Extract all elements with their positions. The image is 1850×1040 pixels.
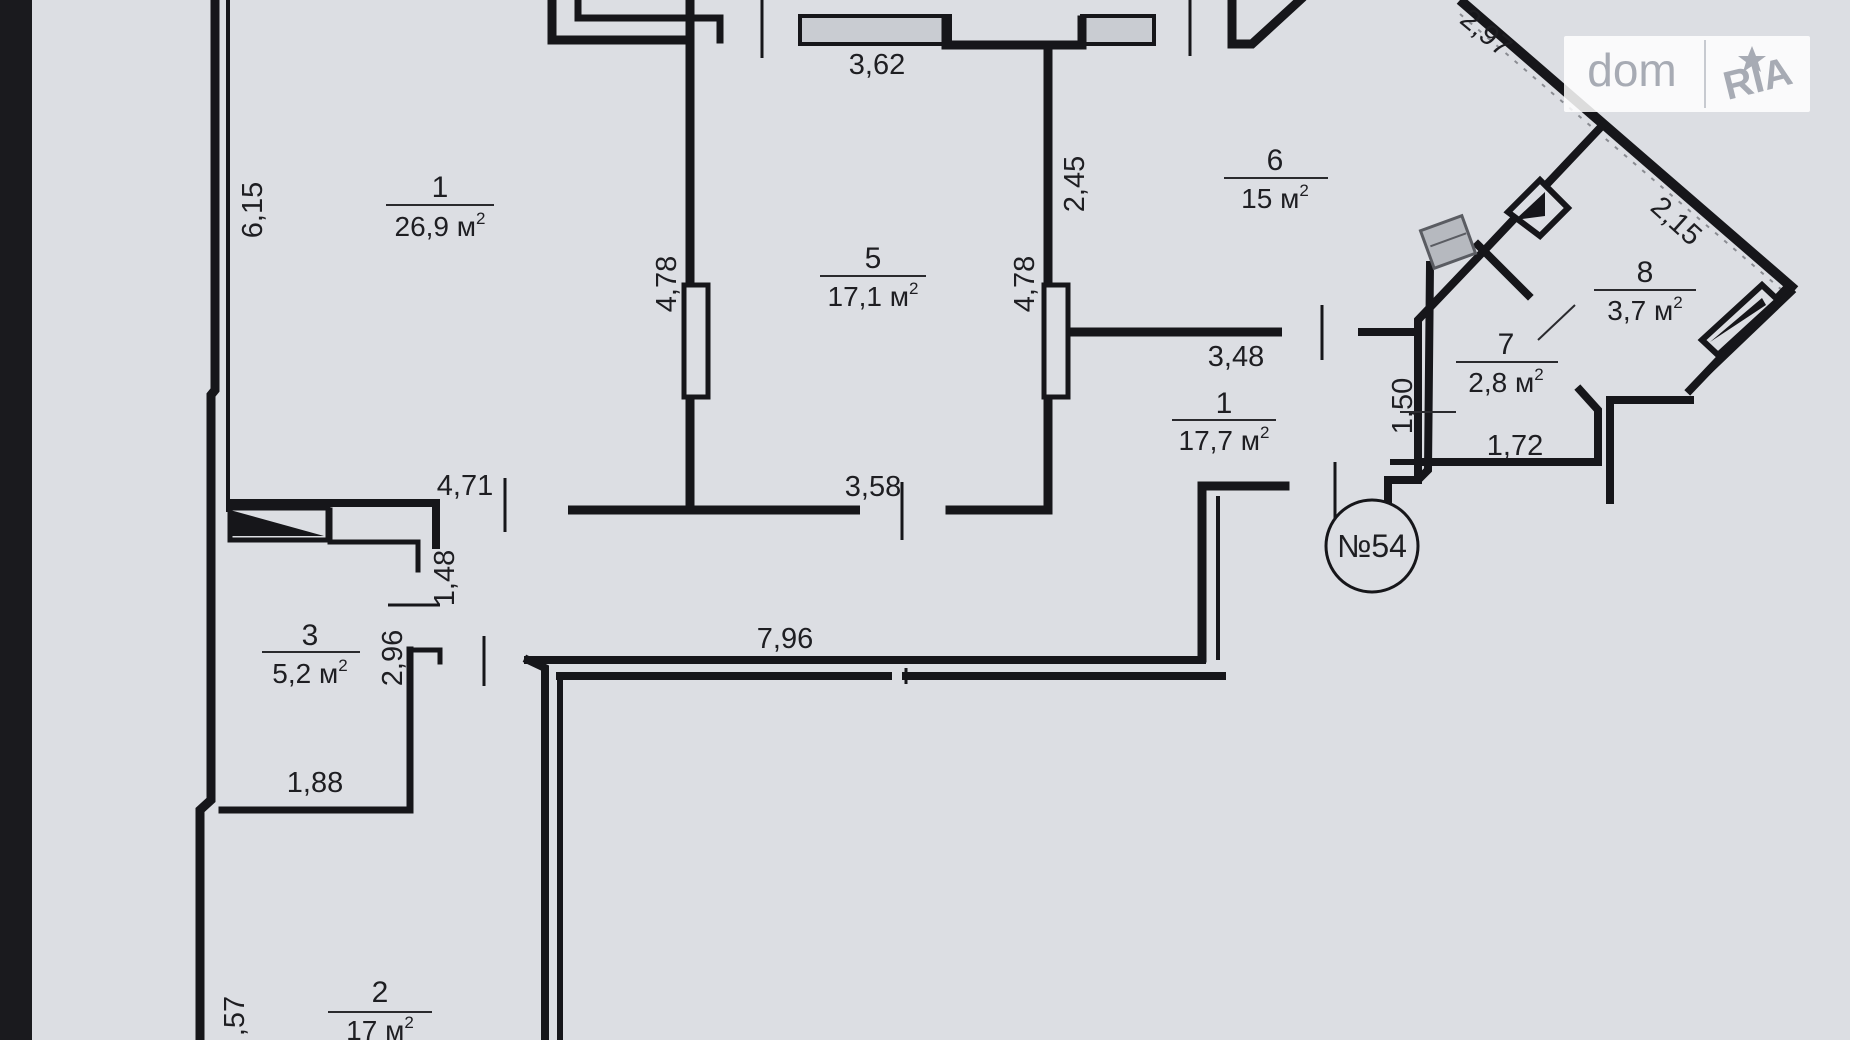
room-2-number: 2: [372, 976, 389, 1009]
dim-1-50: 1,50: [1387, 378, 1419, 434]
room-3-area: 5,2 м2: [272, 656, 347, 689]
room-8-area: 3,7 м2: [1607, 293, 1682, 326]
walls: [195, 0, 1799, 1040]
door-room5-left: [681, 282, 711, 400]
room-3: 3 5,2 м2: [262, 619, 360, 689]
room-7-area: 2,8 м2: [1468, 365, 1543, 398]
window-top-right: [1080, 14, 1156, 46]
wall-left-outer: [195, 0, 220, 1040]
dim-1-88: 1,88: [287, 767, 343, 799]
room-6-number: 6: [1267, 144, 1284, 177]
wall-top-right-corner: [1227, 0, 1307, 49]
room-7: 7 2,8 м2: [1456, 328, 1558, 398]
wall-room5-right-lower: [945, 393, 1053, 515]
left-edge-shadow: [0, 0, 32, 1040]
room-3-number: 3: [302, 619, 319, 652]
room-2: 2 17 м2: [328, 976, 432, 1040]
wall-top-left-inner: [574, 0, 724, 44]
room-8: 8 3,7 м2: [1537, 256, 1696, 341]
closet-fixture: [230, 510, 324, 536]
watermark-star-icon: [1738, 46, 1766, 72]
dim-7-96: 7,96: [757, 623, 813, 655]
dim-2-96: 2,96: [377, 630, 409, 686]
room-1: 1 17,7 м2: [1172, 387, 1276, 456]
dim-4-78-right: 4,78: [1009, 256, 1041, 312]
paper-sheet: [32, 0, 1850, 1040]
room-4-area: 26,9 м2: [395, 209, 486, 242]
wall-top-mid: [941, 15, 1087, 50]
watermark-dom: dom: [1587, 44, 1676, 96]
dim-4-78-left: 4,78: [651, 256, 683, 312]
wall-room3-top: [226, 499, 440, 549]
dim-3-48: 3,48: [1208, 341, 1264, 373]
vent-shaft: [1418, 213, 1478, 271]
dim-3-62: 3,62: [849, 49, 905, 81]
room-6: 6 15 м2: [1224, 144, 1328, 214]
room-5-area: 17,1 м2: [828, 279, 919, 312]
dim-2-45: 2,45: [1059, 156, 1091, 212]
wall-bath7-left: [1384, 260, 1435, 504]
room-4-number: 1: [432, 171, 449, 204]
wall-room2-left-outer: [522, 654, 549, 1040]
wall-bath-stub2: [1472, 239, 1534, 301]
room-5: 5 17,1 м2: [820, 242, 926, 312]
dim-57: ,57: [219, 996, 251, 1036]
door-room5-right: [1041, 282, 1071, 400]
room-7-number: 7: [1498, 328, 1515, 361]
window-top-left: [798, 14, 952, 46]
room-8-number: 8: [1637, 256, 1654, 289]
watermark: dom RIA: [1564, 36, 1810, 112]
apartment-badge: №54: [1324, 498, 1420, 594]
room-5-number: 5: [865, 242, 882, 275]
dim-3-58: 3,58: [845, 471, 901, 503]
room-2-area: 17 м2: [346, 1013, 414, 1040]
dim-1-72: 1,72: [1487, 430, 1543, 462]
room-4: 1 26,9 м2: [386, 171, 494, 242]
wall-diagonal-outer: [1456, 0, 1799, 294]
room-labels: 1 26,9 м2 5 17,1 м2 6 15 м2 8 3,7 м2 7 2…: [262, 144, 1696, 1040]
closet-box: [227, 505, 331, 543]
dim-4-71: 4,71: [437, 470, 493, 502]
room-1-area: 17,7 м2: [1179, 423, 1270, 456]
wall-bath8-bottom-inner: [1695, 287, 1797, 385]
apartment-number: №54: [1337, 528, 1407, 564]
room-1-number: 1: [1216, 387, 1233, 420]
dim-6-15: 6,15: [237, 182, 269, 238]
wall-room3-right: [218, 646, 414, 814]
wall-room3-right-stub: [409, 647, 443, 665]
wall-room1-right: [1197, 481, 1290, 663]
bath-fixture-lower: [1697, 280, 1783, 360]
wall-bath7-bottom: [1416, 384, 1602, 466]
wall-bath7-right: [1606, 396, 1694, 504]
bath-fixture-upper: [1503, 175, 1573, 240]
room-6-area: 15 м2: [1241, 181, 1309, 214]
dim-1-48: 1,48: [429, 550, 461, 606]
